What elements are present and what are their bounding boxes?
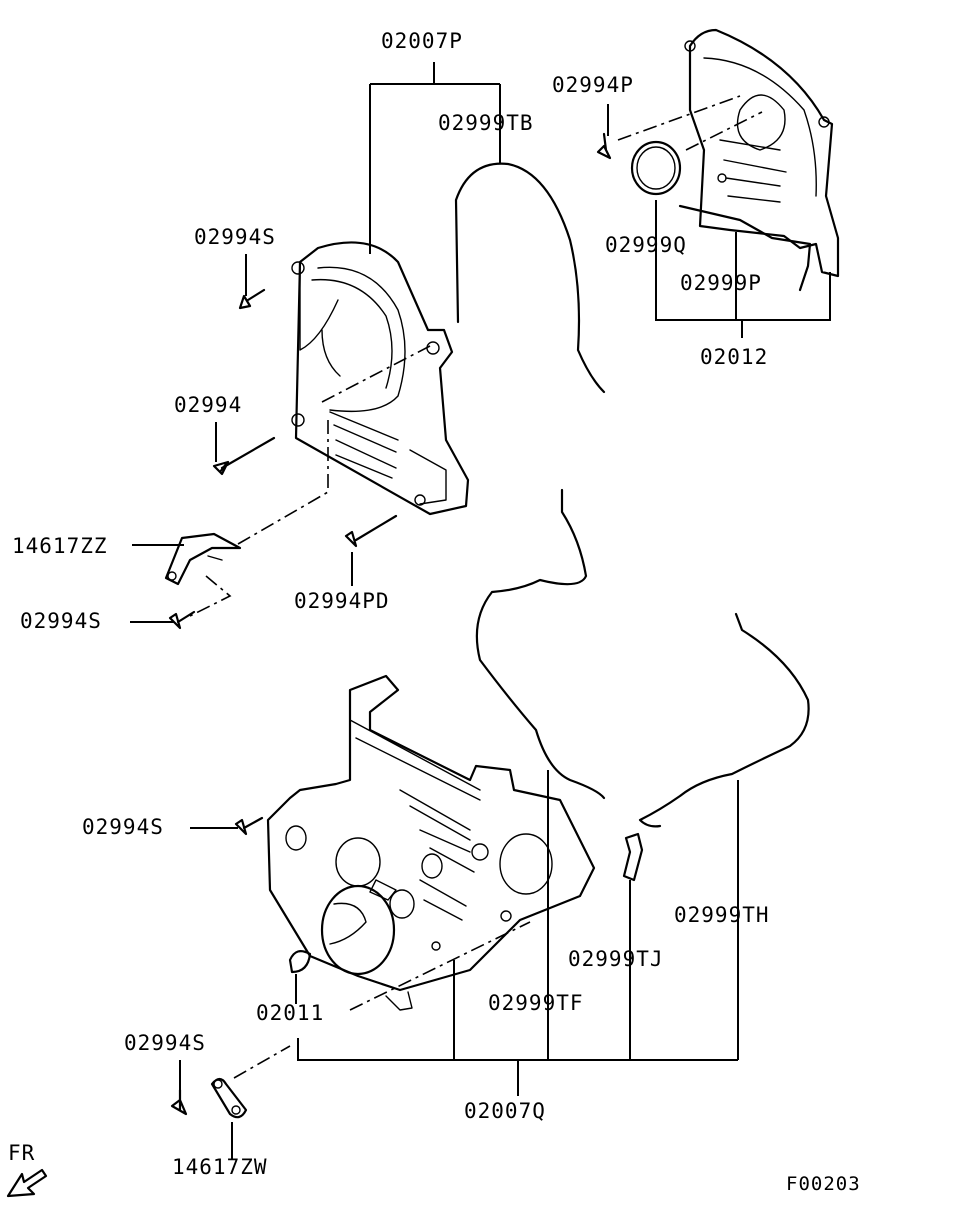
label-02994pd: 02994PD — [294, 589, 390, 613]
dash-lines — [189, 95, 763, 1079]
label-02999q: 02999Q — [605, 233, 687, 257]
label-02012: 02012 — [700, 345, 768, 369]
rear-timing-plate — [684, 28, 840, 278]
upper-seal-tb — [454, 162, 606, 394]
small-clip — [385, 991, 413, 1011]
label-02007p: 02007P — [381, 29, 463, 53]
bolt-pd — [344, 514, 398, 548]
label-02994p: 02994P — [552, 73, 634, 97]
label-02999tf: 02999TF — [488, 991, 584, 1015]
label-02994: 02994 — [174, 393, 242, 417]
bolt-long — [212, 436, 276, 476]
label-02999th: 02999TH — [674, 903, 770, 927]
bolt-lower-s — [234, 816, 264, 836]
rear-seal-strip-p — [678, 204, 812, 292]
label-02999tb: 02999TB — [438, 111, 534, 135]
clip-tj — [622, 832, 644, 882]
label-02994s-upper: 02994S — [194, 225, 276, 249]
rear-seal-ring-q — [630, 140, 682, 196]
bolt-rear-p — [596, 132, 612, 160]
cap-02011 — [288, 949, 312, 974]
bracket-14617zw — [210, 1077, 248, 1119]
label-fr: FR — [8, 1141, 35, 1165]
front-direction-arrow-icon — [6, 1168, 48, 1198]
label-14617zw: 14617ZW — [172, 1155, 268, 1179]
lower-timing-cover — [266, 674, 596, 992]
seal-th — [638, 612, 810, 828]
figure-code: F00203 — [786, 1173, 861, 1195]
label-02994s-bottom: 02994S — [124, 1031, 206, 1055]
bracket-14617zz — [164, 532, 242, 586]
label-02994s-bracket: 02994S — [20, 609, 102, 633]
leader-lines — [130, 62, 831, 1160]
label-02999p: 02999P — [680, 271, 762, 295]
label-02007q: 02007Q — [464, 1099, 546, 1123]
label-02994s-lower: 02994S — [82, 815, 164, 839]
label-14617zz: 14617ZZ — [12, 534, 108, 558]
bolt-bracket-s — [168, 610, 196, 630]
upper-timing-cover — [291, 241, 470, 516]
seal-tf — [475, 488, 606, 800]
bolt-upper-s — [238, 288, 266, 310]
label-02011: 02011 — [256, 1001, 324, 1025]
label-02999tj: 02999TJ — [568, 947, 664, 971]
